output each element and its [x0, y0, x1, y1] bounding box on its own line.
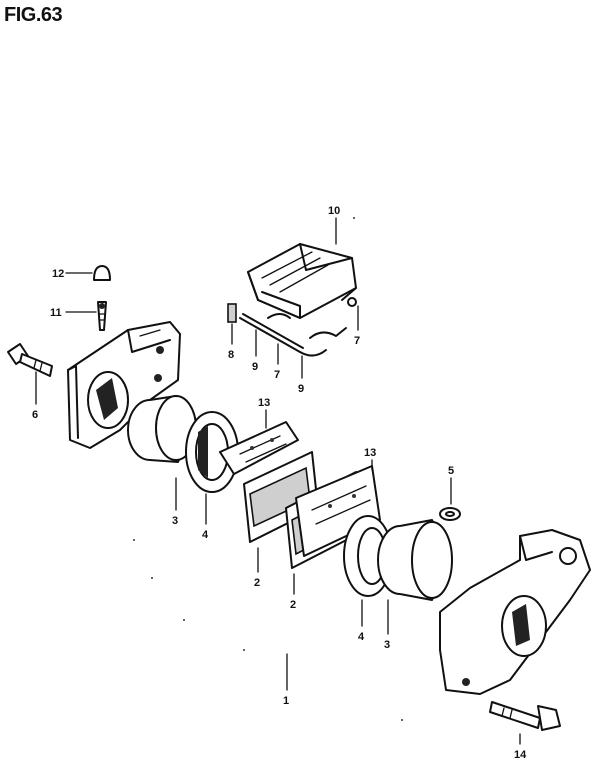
part-6-mounting-bolt — [7, 343, 53, 377]
callout-12: 12 — [52, 268, 64, 280]
part-8-pin-clip — [227, 303, 237, 323]
part-13-pad-left — [219, 421, 299, 475]
callout-2-left: 2 — [254, 577, 260, 589]
caliper-body-right — [439, 529, 591, 695]
leader-lines — [35, 217, 521, 745]
caliper-body-left — [67, 321, 181, 449]
part-10-pad-cover — [247, 243, 357, 319]
callout-14: 14 — [514, 749, 527, 761]
callout-9-upper: 9 — [252, 361, 258, 373]
part-12-bleeder-cap — [93, 265, 111, 281]
callout-13-left: 13 — [258, 397, 270, 409]
callout-9-lower: 9 — [298, 383, 304, 395]
callout-11: 11 — [50, 307, 62, 319]
part-5-washer — [439, 507, 461, 521]
callout-4-left: 4 — [202, 529, 209, 541]
callout-2-right: 2 — [290, 599, 296, 611]
callout-3-right: 3 — [384, 639, 390, 651]
part-7-pad-pin — [239, 297, 357, 353]
callout-13-right: 13 — [364, 447, 376, 459]
part-3-piston-right — [377, 519, 453, 601]
callout-labels: 12 11 10 8 9 7 7 9 6 13 13 5 3 4 2 2 4 3… — [32, 205, 527, 761]
figure-title: FIG.63 — [4, 4, 63, 26]
callout-1: 1 — [283, 695, 289, 707]
callout-5: 5 — [448, 465, 454, 477]
part-14-mounting-bolt — [489, 701, 561, 731]
part-4-piston-seal-left — [185, 411, 239, 493]
callout-3-left: 3 — [172, 515, 178, 527]
part-11-bleeder-valve — [97, 301, 107, 331]
callout-10: 10 — [328, 205, 340, 217]
print-specks — [133, 217, 403, 721]
part-9-pad-spring — [267, 313, 347, 357]
callout-7-left: 7 — [274, 369, 280, 381]
callout-7-right: 7 — [354, 335, 360, 347]
callout-6: 6 — [32, 409, 38, 421]
callout-8: 8 — [228, 349, 234, 361]
callout-4-right: 4 — [358, 631, 365, 643]
